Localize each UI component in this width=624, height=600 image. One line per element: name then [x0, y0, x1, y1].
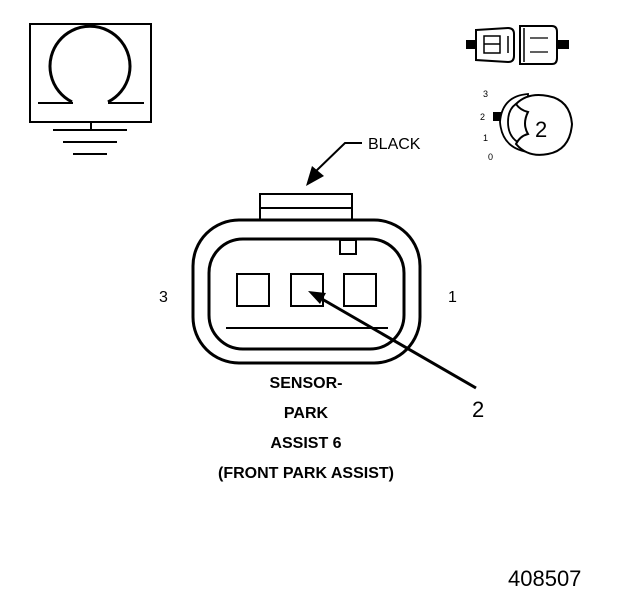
component-caption: SENSOR- PARK ASSIST 6 (FRONT PARK ASSIST… [218, 375, 394, 482]
position-scale-1: 1 [483, 133, 488, 143]
caption-line-3: ASSIST 6 [270, 435, 341, 452]
cavity-label-right: 1 [448, 289, 457, 306]
wire-color-label: BLACK [368, 136, 421, 153]
position-scale-0: 0 [488, 152, 493, 162]
cavity-1 [343, 273, 377, 307]
cavity-label-left: 3 [159, 289, 168, 306]
ground-symbol-icon [29, 23, 152, 155]
caption-line-4: (FRONT PARK ASSIST) [218, 465, 394, 482]
figure-number: 408507 [508, 566, 581, 591]
position-number: 2 [535, 117, 547, 142]
connector-pair-icon [466, 25, 569, 65]
cavity-callout: 2 [308, 291, 484, 422]
connector-position-icon: 3 2 1 0 2 [480, 89, 574, 162]
position-scale-2: 2 [480, 112, 485, 122]
wire-color-callout: BLACK [306, 136, 421, 186]
position-scale-3: 3 [483, 89, 488, 99]
caption-line-1: SENSOR- [270, 375, 343, 392]
caption-line-2: PARK [284, 405, 329, 422]
connector-face [191, 193, 422, 365]
cavity-3 [236, 273, 270, 307]
callout-number: 2 [472, 397, 484, 422]
